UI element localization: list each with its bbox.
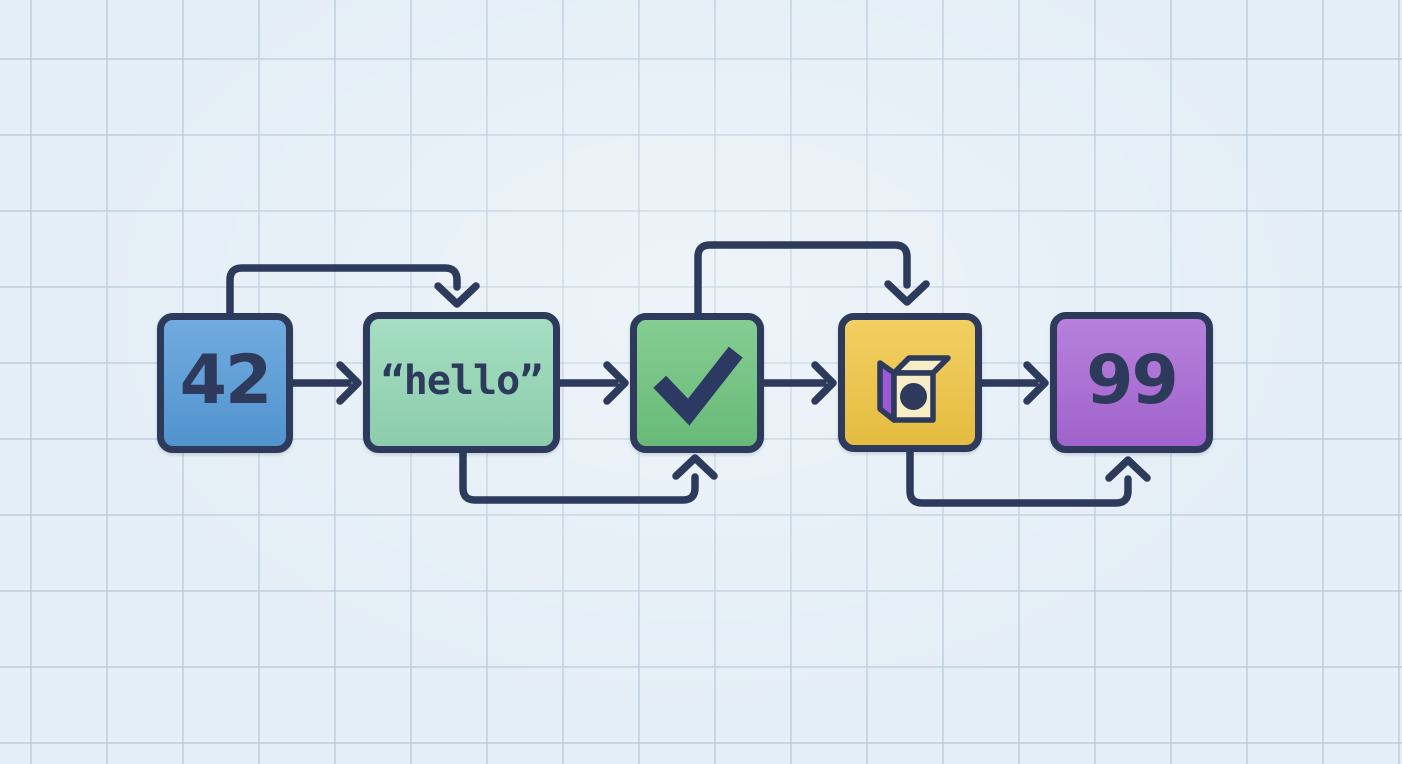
cube-icon [877,354,951,423]
cube-dot [900,382,927,410]
arrowhead-up-2 [1105,456,1151,482]
arrowhead-down-2 [884,280,930,306]
edge-under-bottom-2 [906,448,1132,507]
node-string-hello: “hello” [363,312,560,453]
arrowhead-down-1 [434,282,480,308]
arrow-group [226,241,1151,507]
node-string-hello-label: “hello” [380,357,544,404]
node-boolean-check [630,313,764,453]
arrowhead-right-1 [336,361,362,405]
node-number-42-label: 42 [179,341,273,420]
node-object-cube [838,313,982,452]
node-number-99-label: 99 [1086,340,1179,420]
arrowhead-right-2 [603,361,629,405]
edge-under-bottom-1 [459,449,699,504]
checkmark-icon [653,346,743,426]
arrowhead-up-1 [672,454,718,480]
edge-over-top-2 [694,241,911,317]
arrowhead-right-3 [811,361,837,405]
arrowhead-right-4 [1023,361,1049,405]
node-number-42: 42 [157,313,293,453]
edge-over-top-1 [226,264,461,317]
node-number-99: 99 [1050,312,1213,453]
checkmark-stroke [653,346,743,426]
